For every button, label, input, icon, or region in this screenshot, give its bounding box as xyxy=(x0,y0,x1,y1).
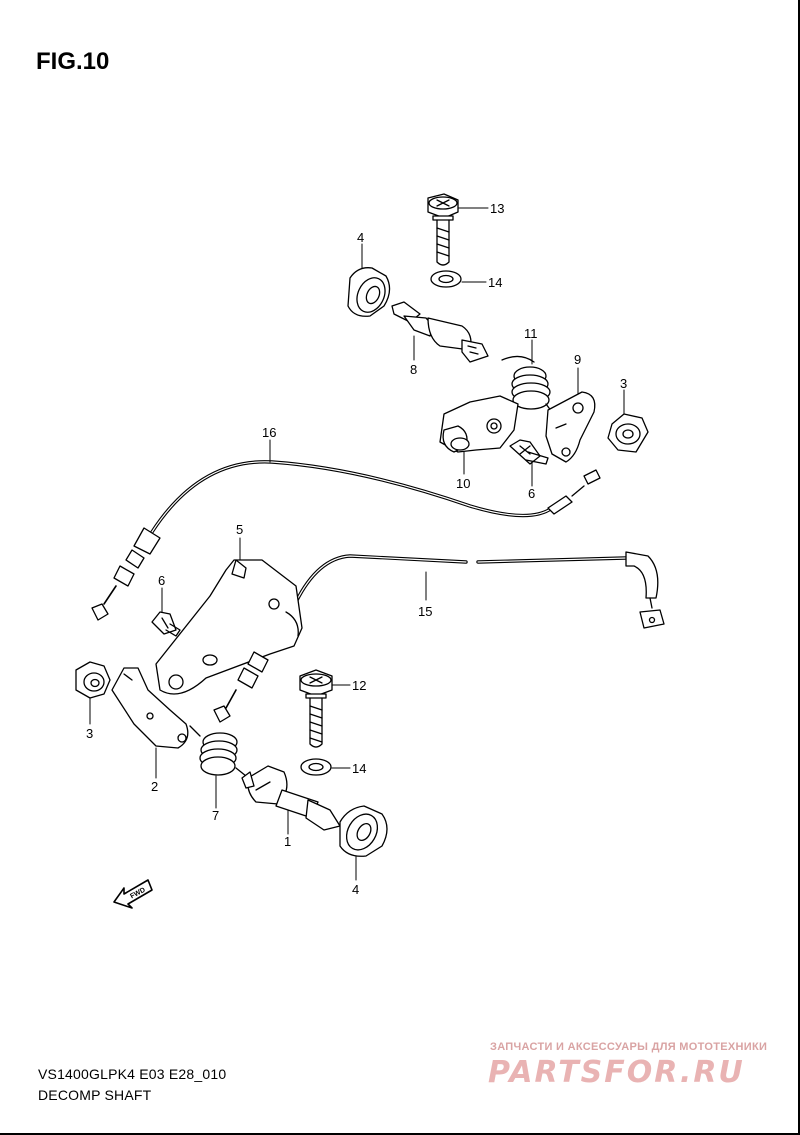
callout-16: 16 xyxy=(262,425,276,440)
callout-3-lower: 3 xyxy=(86,726,93,741)
figure-title: FIG.10 xyxy=(36,48,110,75)
section-name: DECOMP SHAFT xyxy=(38,1087,152,1103)
model-code: VS1400GLPK4 E03 E28_010 xyxy=(38,1066,227,1082)
shaft-8 xyxy=(391,301,489,363)
bolt-13 xyxy=(427,193,459,266)
callout-4-lower: 4 xyxy=(352,882,359,897)
bolt-12 xyxy=(299,669,333,748)
callout-12: 12 xyxy=(352,678,366,693)
callout-5: 5 xyxy=(236,522,243,537)
callout-8: 8 xyxy=(410,362,417,377)
bearing-4-upper xyxy=(347,267,391,317)
washer-14-lower xyxy=(300,758,332,776)
lever-10 xyxy=(439,395,519,453)
watermark-tagline: ЗАПЧАСТИ И АКСЕССУАРЫ ДЛЯ МОТОТЕХНИКИ xyxy=(490,1041,768,1053)
callout-2: 2 xyxy=(151,779,158,794)
leader-lines xyxy=(89,207,625,881)
cable-adjuster xyxy=(213,651,269,723)
screw-6-lower xyxy=(151,611,181,637)
cable-15 xyxy=(294,551,665,629)
plate-9 xyxy=(545,391,596,463)
callout-6-upper: 6 xyxy=(528,486,535,501)
bearing-4-lower xyxy=(339,805,388,857)
callout-7: 7 xyxy=(212,808,219,823)
cable-16 xyxy=(91,460,601,621)
shaft-1 xyxy=(241,765,341,831)
bracket-5 xyxy=(155,559,303,695)
fwd-arrow-icon: FWD xyxy=(113,879,153,909)
washer-14-upper xyxy=(430,270,462,288)
callout-14-lower: 14 xyxy=(352,761,366,776)
callout-4-upper: 4 xyxy=(357,230,364,245)
callout-3-upper: 3 xyxy=(620,376,627,391)
callout-1: 1 xyxy=(284,834,291,849)
callout-10: 10 xyxy=(456,476,470,491)
callout-11: 11 xyxy=(524,326,538,341)
nut-3-upper xyxy=(607,413,649,453)
callout-13: 13 xyxy=(490,201,504,216)
plate-2 xyxy=(111,667,189,749)
callout-9: 9 xyxy=(574,352,581,367)
callout-6-lower: 6 xyxy=(158,573,165,588)
callouts: 13 14 4 8 11 9 3 10 6 16 5 6 15 12 3 2 1… xyxy=(86,201,627,897)
screw-6-upper xyxy=(509,439,549,465)
watermark-logo: PARTSFOR.RU xyxy=(488,1055,745,1090)
callout-14-upper: 14 xyxy=(488,275,502,290)
nut-3-lower xyxy=(75,661,111,699)
callout-15: 15 xyxy=(418,604,432,619)
spring-7 xyxy=(189,725,247,777)
